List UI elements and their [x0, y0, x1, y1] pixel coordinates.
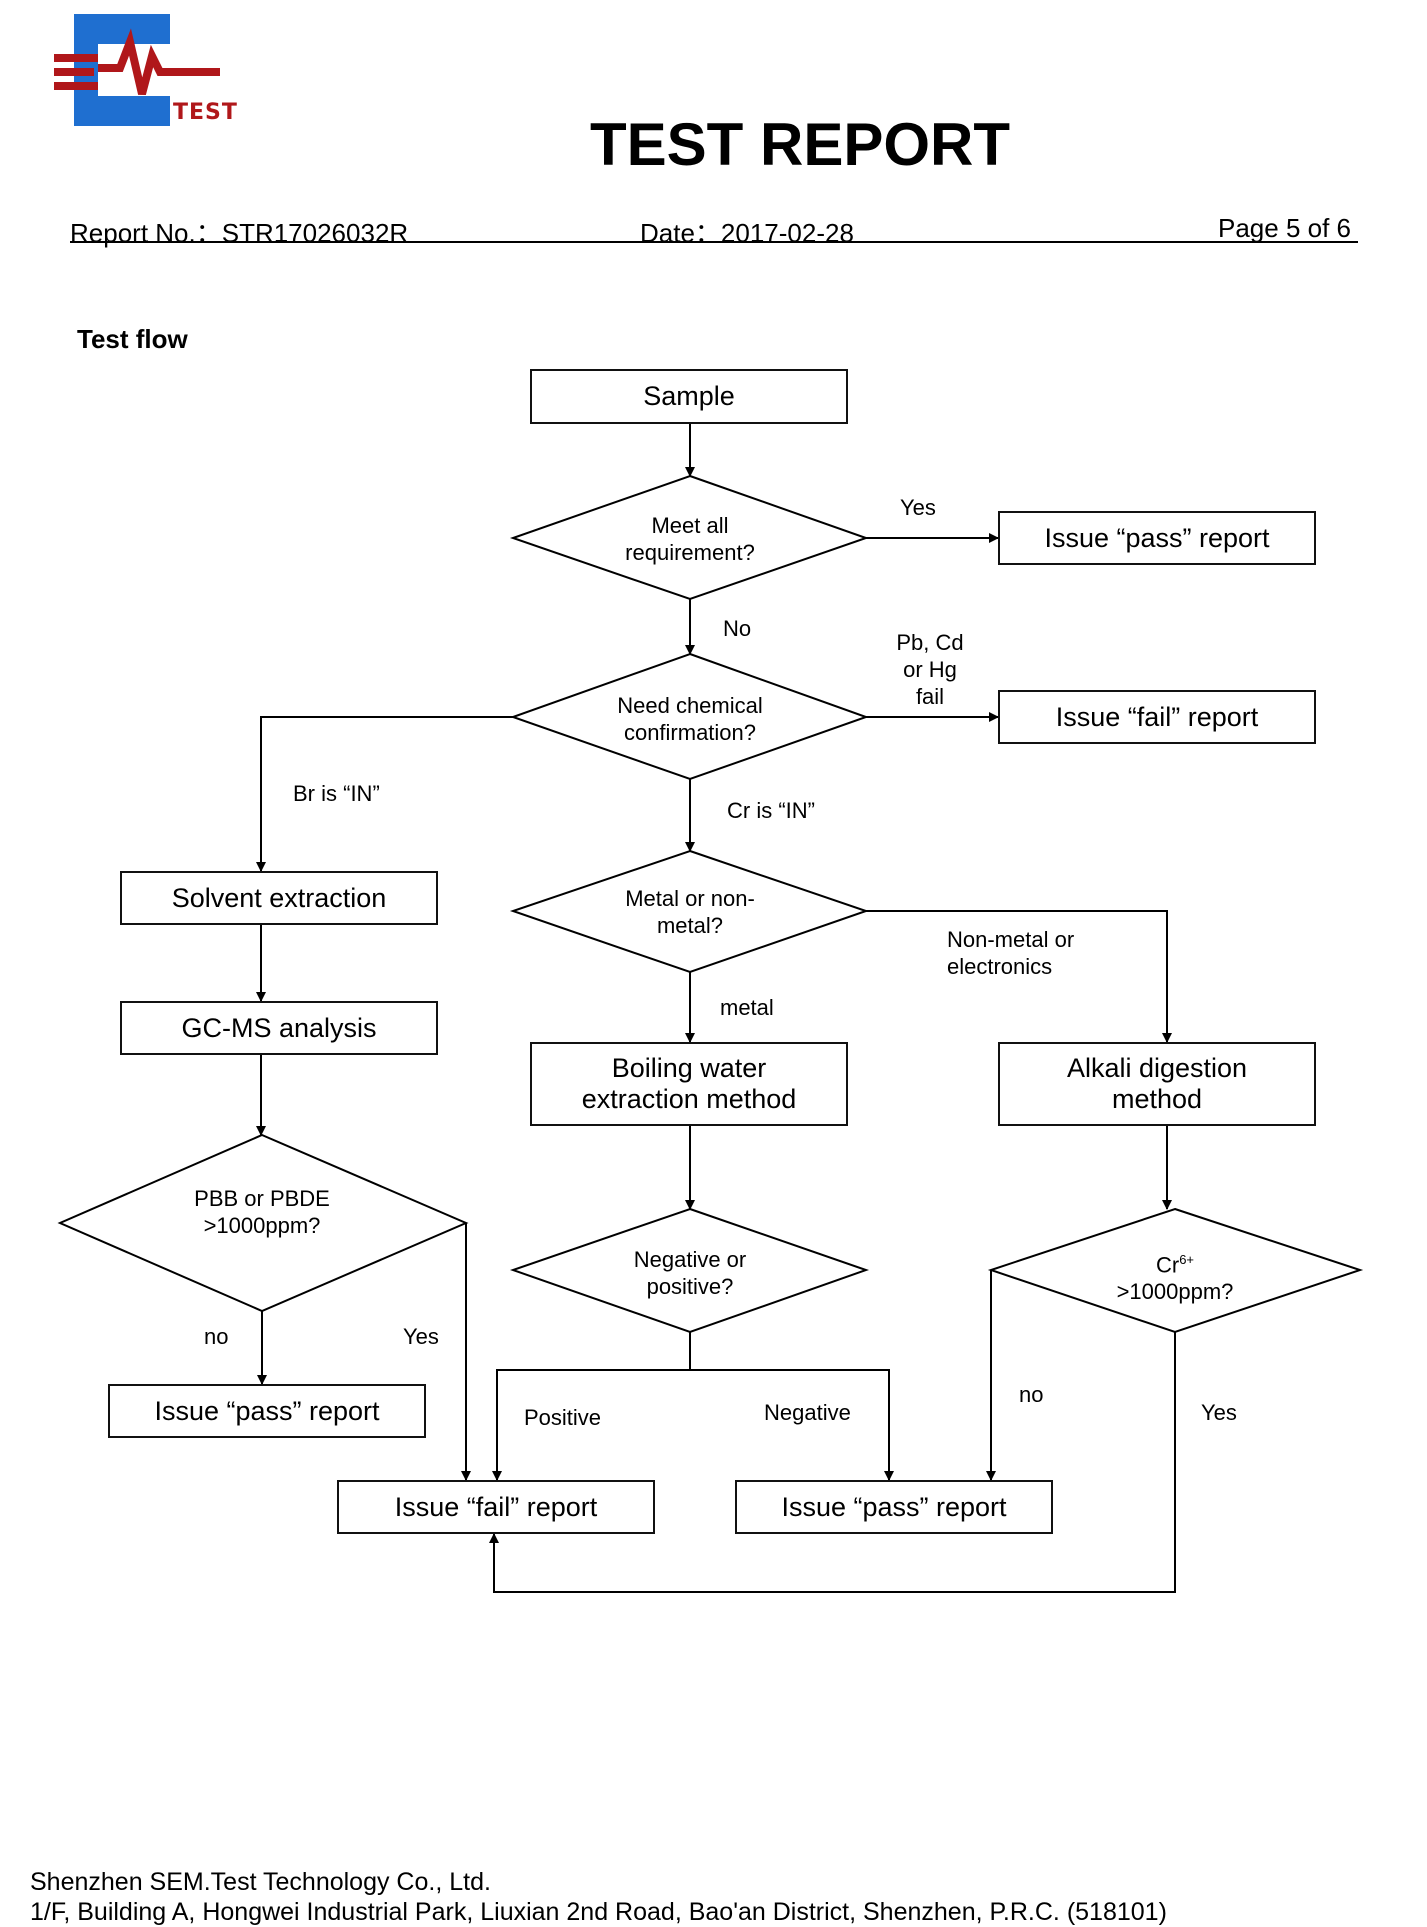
label-yes-left: Yes [403, 1324, 439, 1349]
box-solvent-extraction: Solvent extraction [120, 871, 438, 925]
report-date: Date：2017-02-28 [640, 218, 854, 248]
label-no-right: no [1019, 1382, 1044, 1407]
label-no-left: no [204, 1324, 229, 1349]
decision-meet-requirement: Meet all requirement? [625, 513, 755, 565]
cr-superscript: 6+ [1179, 1252, 1195, 1267]
label-metal: metal [720, 995, 774, 1020]
label-positive: Positive [524, 1405, 602, 1430]
box-pass-top: Issue “pass” report [998, 511, 1316, 565]
footer-address: 1/F, Building A, Hongwei Industrial Park… [30, 1898, 1167, 1926]
box-boiling-water: Boiling water extraction method [530, 1042, 848, 1126]
decision-negative-positive: Negative or positive? [633, 1247, 747, 1299]
box-pass-bottom: Issue “pass” report [735, 1480, 1053, 1534]
cr-symbol: Cr [1155, 1252, 1180, 1278]
header-rule [70, 241, 1358, 243]
label-negative: Negative [764, 1400, 851, 1425]
box-fail-top: Issue “fail” report [998, 690, 1316, 744]
box-sample: Sample [530, 369, 848, 424]
logo-wordmark: TEST [173, 100, 238, 125]
label-no-top: No [723, 616, 752, 641]
label-pb-cd-hg: Pb, Cd or Hg fail [896, 630, 964, 709]
box-pass-left: Issue “pass” report [108, 1384, 426, 1438]
box-fail-bottom: Issue “fail” report [337, 1480, 655, 1534]
label-nonmetal: Non-metal or electronics [947, 927, 1075, 979]
cr-threshold: >1000ppm? [1116, 1279, 1234, 1305]
decision-need-confirmation: Need chemical confirmation? [617, 693, 763, 745]
decision-cr6: Cr6+ >1000ppm? [1045, 1246, 1305, 1305]
box-gcms-analysis: GC-MS analysis [120, 1001, 438, 1055]
page-number: Page 5 of 6 [1218, 213, 1351, 243]
section-title: Test flow [77, 324, 188, 354]
decision-pbb-pbde: PBB or PBDE >1000ppm? [194, 1186, 330, 1238]
report-title: TEST REPORT [589, 111, 1011, 178]
box-alkali-digestion: Alkali digestion method [998, 1042, 1316, 1126]
label-yes-top: Yes [900, 495, 936, 520]
company-logo [54, 14, 220, 126]
label-cr-in: Cr is “IN” [727, 798, 815, 823]
report-number: Report No.：STR17026032R [70, 218, 409, 248]
label-yes-right: Yes [1201, 1400, 1237, 1425]
label-br-in: Br is “IN” [293, 781, 380, 806]
decision-metal-or-nonmetal: Metal or non- metal? [625, 886, 755, 938]
footer-company: Shenzhen SEM.Test Technology Co., Ltd. [30, 1868, 491, 1896]
